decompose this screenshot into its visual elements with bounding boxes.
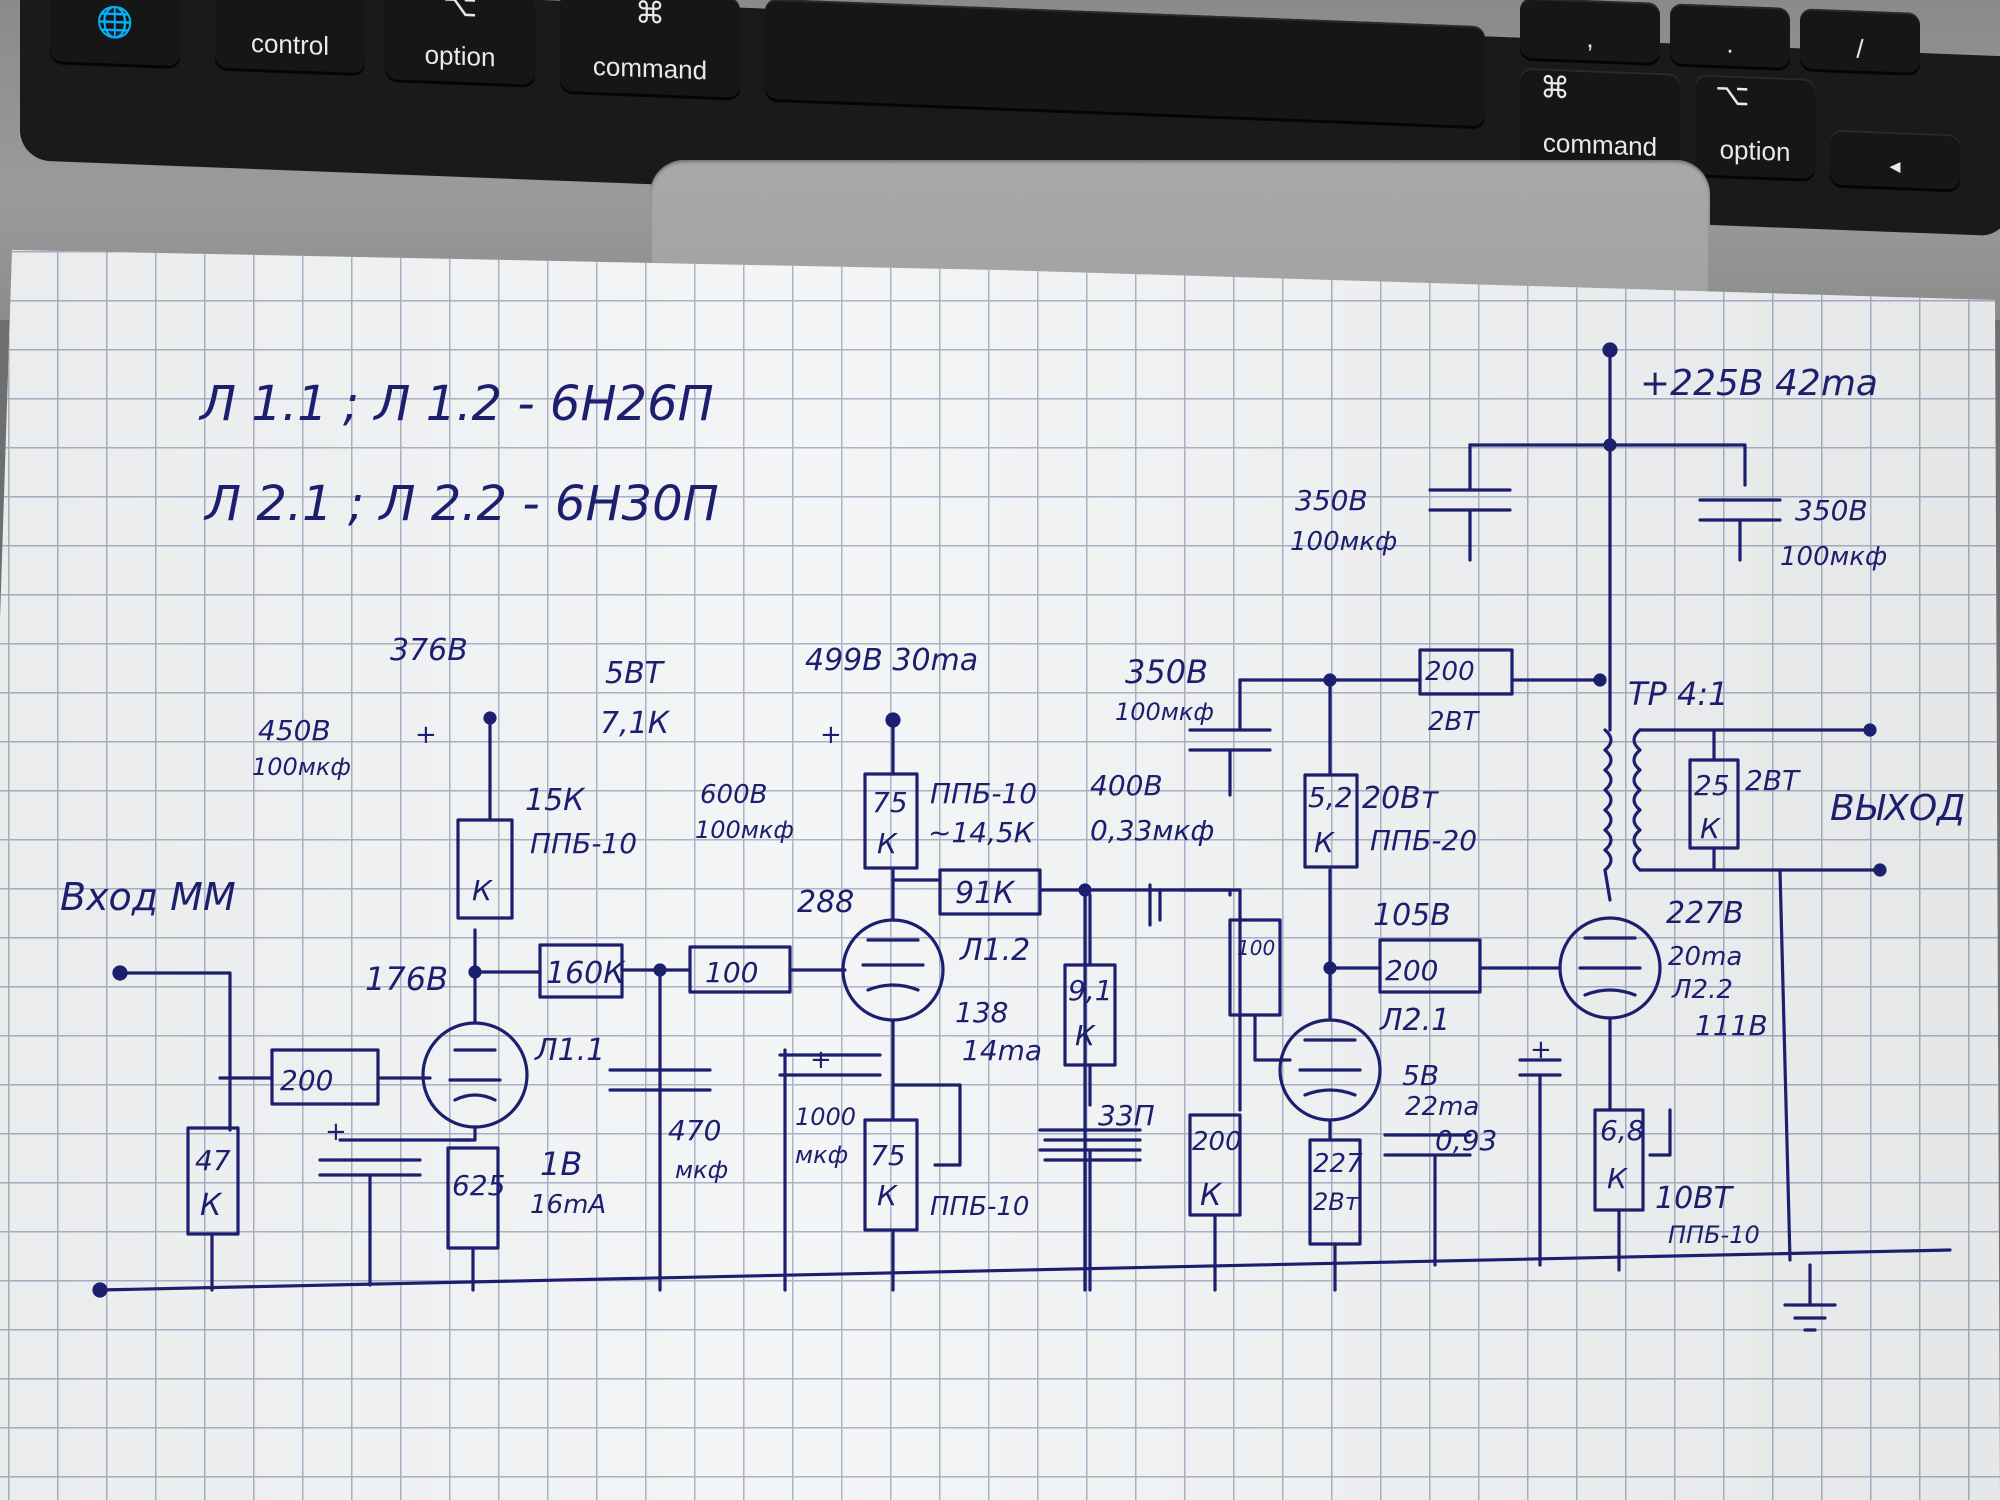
v350-mid-label: 350В — [1125, 653, 1208, 691]
ppb10-a-label: ППБ-10 — [530, 827, 637, 860]
w5-label: 5ВТ — [605, 656, 666, 691]
plus-sign-5: + — [1530, 1035, 1552, 1065]
w10-label: 10ВТ — [1655, 1181, 1735, 1216]
header-line-2: Л 2.1 ; Л 2.2 - 6Н30П — [203, 476, 719, 532]
v111-label: 111В — [1695, 1009, 1768, 1042]
v288-label: 288 — [797, 885, 854, 920]
v176-label: 176В — [365, 960, 448, 998]
cap470-unit-label: мкф — [675, 1156, 728, 1184]
r25k-label: 25 — [1694, 769, 1730, 802]
r47k-label: 47 — [195, 1144, 231, 1177]
r15k-k-label: К — [472, 874, 493, 907]
ppb20-label: ППБ-20 — [1370, 824, 1477, 857]
cap470-label: 470 — [668, 1114, 721, 1147]
r100-b-label: 100 — [1237, 936, 1275, 960]
r75k-bot-k-label: К — [877, 1179, 898, 1212]
w2-227-label: 2Вт — [1313, 1188, 1360, 1216]
cap033-label: 0,33мкф — [1090, 814, 1214, 847]
v5-label: 5В — [1402, 1059, 1439, 1092]
tilde-145k-label: ~14,5К — [928, 816, 1035, 849]
v400-label: 400В — [1090, 769, 1163, 802]
r91-k-label: К — [1075, 1019, 1096, 1052]
cap-100mkf-c-label: 100мкф — [1115, 698, 1214, 726]
r75k-bot-label: 75 — [870, 1139, 906, 1172]
r91-k-val-label: 9,1 — [1068, 974, 1113, 1007]
transformer-label: ТР 4:1 — [1628, 675, 1729, 713]
header-line-1: Л 1.1 ; Л 1.2 - 6Н26П — [198, 376, 714, 432]
ppb10-c-label: ППБ-10 — [930, 1192, 1029, 1222]
v227-label: 227В — [1666, 896, 1744, 931]
cap093-label: 0,93 — [1435, 1124, 1497, 1157]
r52k-label: 5,2 — [1308, 781, 1353, 814]
v499-label: 499В 30ma — [805, 643, 978, 678]
v105-label: 105В — [1373, 898, 1451, 933]
r75k-top-k-label: К — [877, 827, 898, 860]
l22-label: Л2.2 — [1671, 975, 1733, 1005]
r47k-k-label: К — [200, 1188, 223, 1223]
cap1000-unit-label: мкф — [795, 1141, 848, 1169]
supply-label: +225В 42ma — [1640, 363, 1878, 404]
v600-cap-label: 600В — [700, 780, 767, 810]
cap-100mkf-a-label: 100мкф — [252, 753, 351, 781]
r52k-k-label: К — [1314, 826, 1335, 859]
cap-100mkf-left-label: 100мкф — [1290, 527, 1397, 557]
r25k-k-label: К — [1700, 812, 1721, 845]
r91k-label: 91К — [955, 876, 1016, 911]
r68k-k-label: К — [1607, 1162, 1628, 1195]
output-label: ВЫХОД — [1830, 788, 1965, 829]
l12-label: Л1.2 — [959, 933, 1030, 968]
r68k-label: 6,8 — [1600, 1114, 1645, 1147]
i16ma-label: 16mA — [530, 1190, 606, 1220]
cap-100mkf-right-label: 100мкф — [1780, 542, 1887, 572]
cap1000-label: 1000 — [795, 1103, 856, 1131]
w20-label: 20Вт — [1362, 781, 1440, 816]
v450-cap-label: 450В — [258, 714, 331, 747]
ppb10-d-label: ППБ-10 — [1668, 1221, 1760, 1249]
v138-label: 138 — [955, 996, 1008, 1029]
plus-sign-2: + — [820, 720, 842, 750]
cap-100mkf-b-label: 100мкф — [695, 816, 794, 844]
ppb10-b-label: ППБ-10 — [930, 777, 1037, 810]
i14ma-label: 14ma — [962, 1034, 1042, 1067]
w2-top-label: 2ВТ — [1428, 707, 1480, 737]
r200k-label: 200 — [1192, 1127, 1242, 1157]
r227-label: 227 — [1313, 1149, 1363, 1179]
r160k-label: 160К — [546, 956, 626, 991]
i22ma-label: 22ma — [1405, 1092, 1479, 1122]
v350-right-label: 350В — [1795, 494, 1868, 527]
cap33p-label: 33П — [1098, 1099, 1155, 1132]
r71k-label: 7,1К — [600, 706, 671, 741]
input-label: Вход ММ — [60, 875, 236, 919]
i20ma-label: 20ma — [1668, 942, 1742, 972]
r100-a-label: 100 — [705, 956, 758, 989]
r200k-k-label: К — [1200, 1178, 1223, 1213]
r200-top-label: 200 — [1425, 657, 1475, 687]
r625-label: 625 — [452, 1169, 505, 1202]
v350-left-label: 350В — [1295, 484, 1368, 517]
r75k-top-label: 75 — [872, 786, 908, 819]
v1b-label: 1В — [540, 1145, 582, 1183]
r200-mid-label: 200 — [1385, 954, 1438, 987]
l11-label: Л1.1 — [534, 1033, 605, 1068]
plus-sign-3: + — [810, 1045, 832, 1075]
v376-label: 376В — [390, 633, 468, 668]
plus-sign-4: + — [325, 1117, 347, 1147]
w2-25k-label: 2ВТ — [1745, 764, 1801, 797]
r200-in-label: 200 — [280, 1064, 333, 1097]
plus-sign-1: + — [415, 720, 437, 750]
r15k-label: 15К — [525, 783, 586, 818]
l21-label: Л2.1 — [1379, 1003, 1450, 1038]
